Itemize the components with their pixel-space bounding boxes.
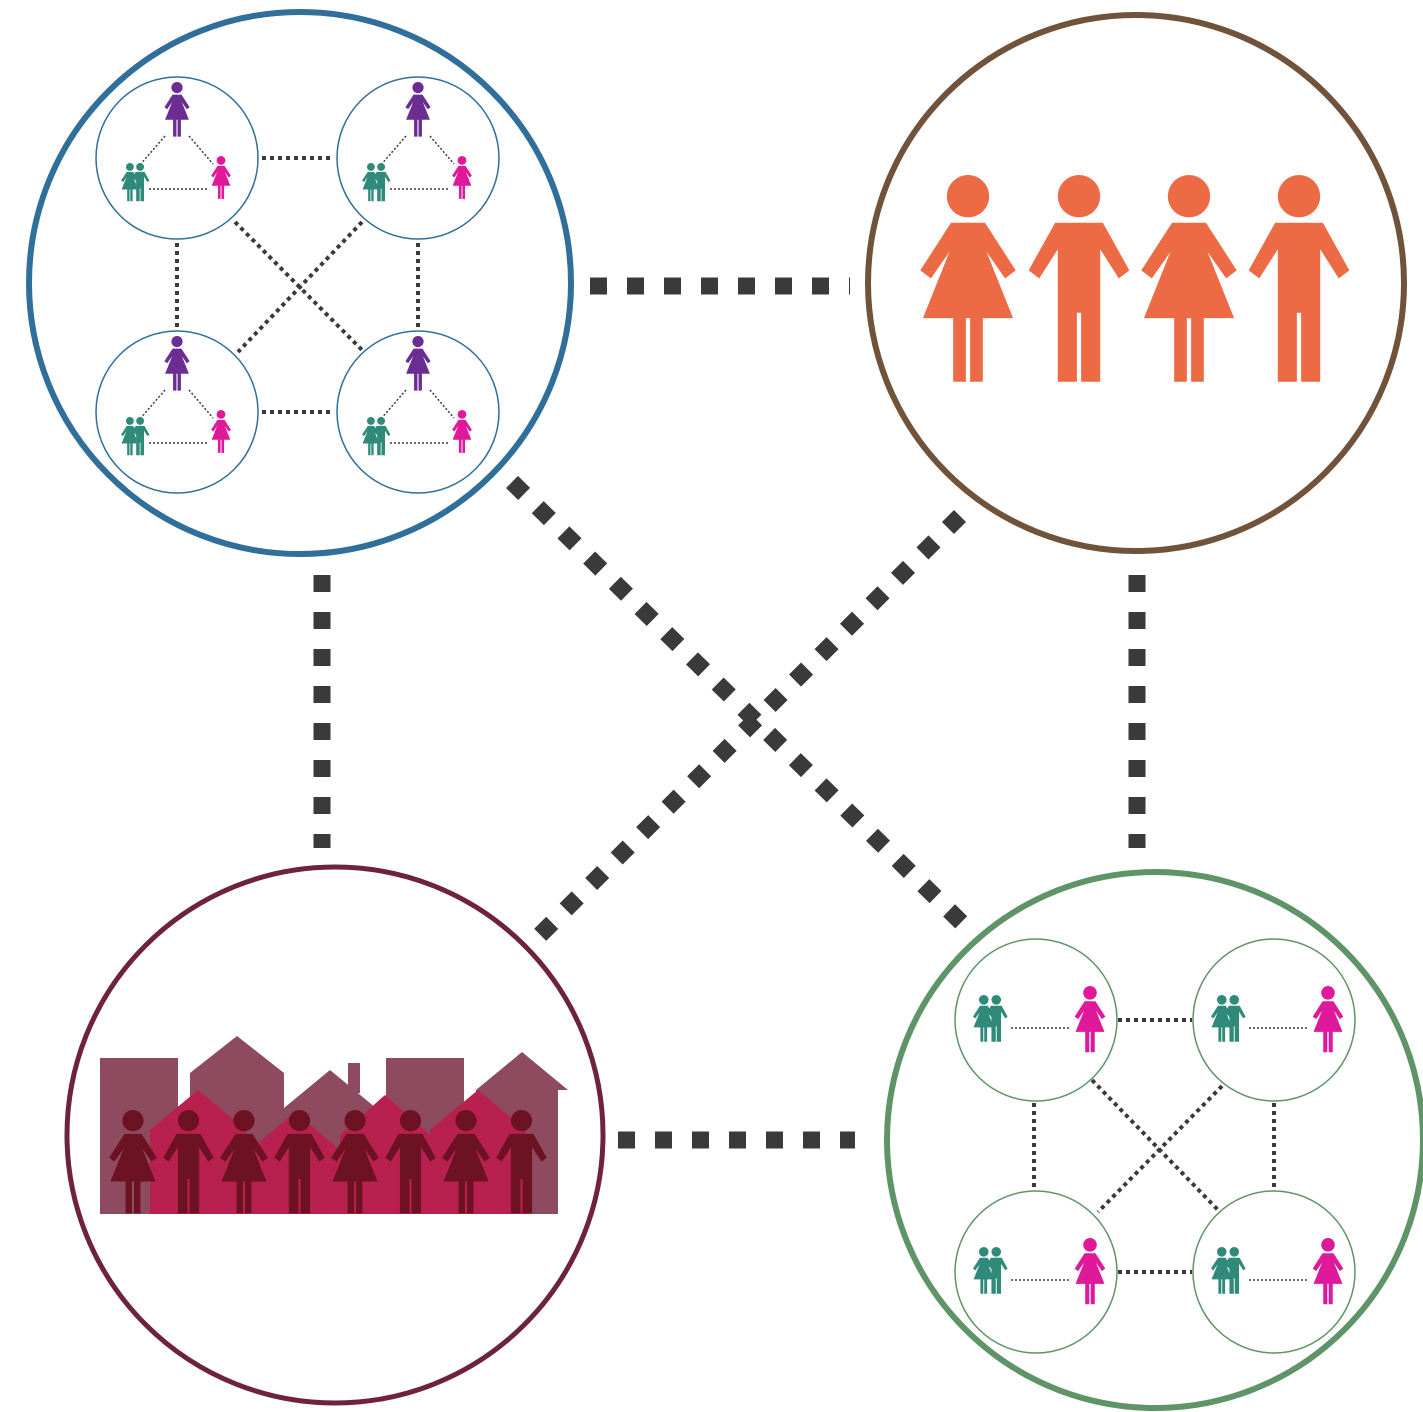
household-link [138,389,166,421]
adult-woman-icon [405,82,431,137]
youth-unit-ring [954,938,1118,1102]
youth-girl-icon [972,1247,995,1294]
community-woman-icon [109,1110,157,1214]
youth-girl-icon [121,417,139,456]
girl-icon [211,156,231,199]
youth-pair-icon [972,1247,1008,1294]
peer-group-ring [865,12,1407,554]
household-link [138,135,166,167]
cluster-link [236,220,364,354]
youth-boy-icon [130,163,150,202]
peer-man-icon [1028,175,1130,382]
youth-pair-icon [121,417,150,456]
youth-boy-icon [1222,995,1246,1042]
community-woman-icon [442,1110,490,1214]
youth-unit [954,938,1118,1102]
household-unit [95,76,259,240]
youth-girl-icon [1210,1247,1233,1294]
peer-group-node [865,12,1407,554]
girl-icon [211,410,231,453]
girl-icon [452,156,472,199]
youth-boy-icon [371,417,391,456]
peer-woman-icon [1141,175,1237,382]
community-woman-icon [331,1110,379,1214]
girl-icon [452,410,472,453]
girl-icon [1312,1238,1344,1305]
girl-icon [1074,1238,1106,1305]
connector-diagonal-down [506,475,970,932]
youth-cluster-node [884,869,1423,1411]
youth-pair-icon [362,417,391,456]
community-node [64,864,606,1406]
youth-boy-icon [1222,1247,1246,1294]
peer-man-icon [1248,175,1350,382]
household-unit [336,330,500,494]
youth-girl-icon [121,163,139,202]
youth-pair-icon [362,163,391,202]
youth-girl-icon [362,163,380,202]
chimney-icon [348,1063,360,1093]
youth-boy-icon [130,417,150,456]
community-man-icon [385,1110,436,1214]
youth-cluster-ring [884,869,1423,1411]
community-woman-icon [220,1110,268,1214]
connector-lines [313,277,1146,1149]
community-man-icon [496,1110,547,1214]
adult-woman-icon [405,336,431,391]
youth-unit-ring [1192,938,1356,1102]
youth-pair-icon [121,163,150,202]
youth-girl-icon [972,995,995,1042]
peer-woman-icon [920,175,1016,382]
community-man-icon [274,1110,325,1214]
youth-pair-icon [1210,995,1246,1042]
youth-unit [1192,1190,1356,1354]
household-cluster-node [26,9,574,557]
girl-icon [1074,986,1106,1053]
household-unit [95,330,259,494]
connector-diagonal-up [531,509,967,944]
youth-girl-icon [1210,995,1233,1042]
youth-girl-icon [362,417,380,456]
youth-pair-icon [1210,1247,1246,1294]
youth-boy-icon [984,1247,1008,1294]
cluster-link [1096,1084,1224,1214]
cluster-link [1090,1078,1220,1212]
household-unit [336,76,500,240]
household-link [379,135,407,167]
youth-pair-icon [972,995,1008,1042]
youth-unit [1192,938,1356,1102]
youth-boy-icon [984,995,1008,1042]
community-crowd [109,1110,547,1214]
youth-unit-ring [1192,1190,1356,1354]
adult-woman-icon [164,82,190,137]
community-man-icon [163,1110,214,1214]
girl-icon [1312,986,1344,1053]
youth-boy-icon [371,163,391,202]
household-cluster-ring [26,9,574,557]
youth-unit [954,1190,1118,1354]
household-link [379,389,407,421]
youth-unit-ring [954,1190,1118,1354]
adult-woman-icon [164,336,190,391]
